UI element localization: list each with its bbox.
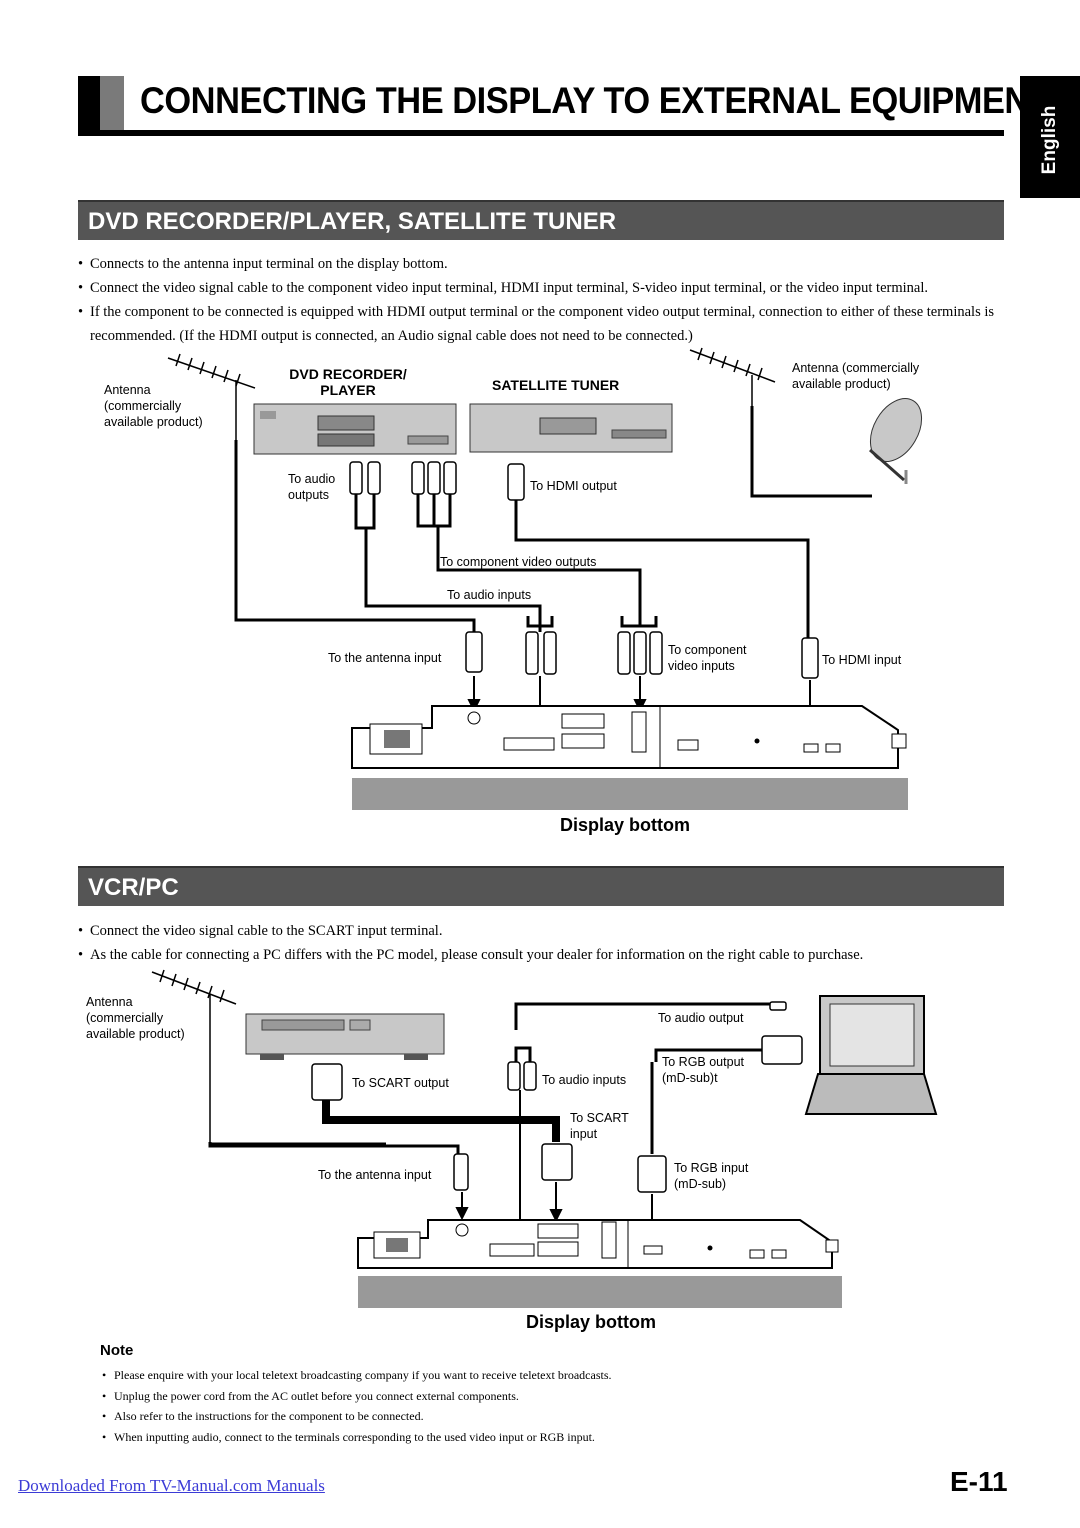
plugs <box>311 1001 803 1193</box>
laptop-pc-icon <box>804 995 938 1115</box>
bullet: As the cable for connecting a PC differs… <box>78 943 1004 967</box>
label-to-hdmi-input: To HDMI input <box>822 653 902 667</box>
page-title: CONNECTING THE DISPLAY TO EXTERNAL EQUIP… <box>140 80 1050 121</box>
satellite-dish-icon <box>869 398 923 484</box>
section1-bullets: Connects to the antenna input terminal o… <box>78 252 1004 348</box>
note-item: Please enquire with your local teletext … <box>100 1365 1000 1386</box>
caption-display-bottom: Display bottom <box>526 1312 657 1332</box>
note-item: Also refer to the instructions for the c… <box>100 1406 1000 1427</box>
bullet: Connect the video signal cable to the SC… <box>78 919 1004 943</box>
display-bottom-panel <box>357 1219 842 1308</box>
label-to-antenna-input: To the antenna input <box>328 651 442 665</box>
section-heading-dvd: DVD RECORDER/PLAYER, SATELLITE TUNER <box>78 200 1004 240</box>
label-antenna-left: Antenna (commercially available product) <box>104 383 203 429</box>
label-to-hdmi-output: To HDMI output <box>530 479 617 493</box>
vcr-device <box>245 1013 445 1060</box>
label-to-rgb-output: To RGB output (mD-sub)t <box>662 1055 744 1085</box>
bullet: If the component to be connected is equi… <box>78 300 1004 348</box>
bullet: Connects to the antenna input terminal o… <box>78 252 1004 276</box>
section2-bullets: Connect the video signal cable to the SC… <box>78 919 1004 967</box>
title-rule <box>78 130 1004 136</box>
label-to-rgb-input: To RGB input (mD-sub) <box>674 1161 749 1191</box>
title-accent-bar <box>78 76 100 132</box>
label-to-scart-input: To SCART input <box>570 1111 629 1141</box>
title-accent-grey <box>100 76 124 132</box>
page-number: E-11 <box>950 1466 1008 1497</box>
label-antenna: Antenna (commercially available product) <box>86 995 185 1041</box>
label-to-component-outputs: To component video outputs <box>440 555 597 569</box>
cables <box>234 406 872 638</box>
footer-download-link[interactable]: Downloaded From TV-Manual.com Manuals <box>18 1476 325 1495</box>
label-to-audio-outputs: To audio outputs <box>288 472 336 502</box>
plugs <box>349 461 819 679</box>
note-item: When inputting audio, connect to the ter… <box>100 1427 1000 1448</box>
notes-box: Note Please enquire with your local tele… <box>100 1342 1000 1447</box>
antenna-icon <box>167 353 256 440</box>
label-dvd-player: DVD RECORDER/ PLAYER <box>289 366 407 398</box>
note-item: Unplug the power cord from the AC outlet… <box>100 1386 1000 1407</box>
label-to-component-inputs: To component video inputs <box>668 643 747 673</box>
label-to-audio-inputs: To audio inputs <box>447 588 532 602</box>
section-heading-vcr-pc: VCR/PC <box>78 866 1004 906</box>
label-to-antenna-input: To the antenna input <box>318 1168 432 1182</box>
dvd-player-device <box>253 403 457 455</box>
bullet: Connect the video signal cable to the co… <box>78 276 1004 300</box>
satellite-tuner-device <box>469 403 673 453</box>
antenna-icon <box>689 347 776 406</box>
antenna-icon <box>151 969 237 1144</box>
notes-heading: Note <box>100 1342 134 1359</box>
label-antenna-right: Antenna (commercially available product) <box>792 361 920 391</box>
language-tab: English <box>1020 76 1080 198</box>
label-to-scart-output: To SCART output <box>352 1076 449 1090</box>
label-to-audio-output: To audio output <box>658 1011 744 1025</box>
label-satellite-tuner: SATELLITE TUNER <box>492 377 620 393</box>
label-to-audio-inputs: To audio inputs <box>542 1073 627 1087</box>
cables <box>208 1002 770 1156</box>
display-bottom-panel <box>351 705 908 810</box>
caption-display-bottom: Display bottom <box>560 815 691 835</box>
